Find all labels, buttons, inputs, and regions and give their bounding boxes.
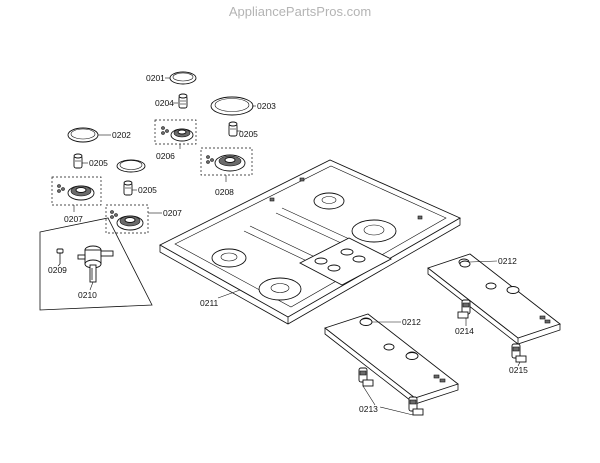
orifice-holder-0213-a[interactable] [358,367,374,387]
burner-cap-0203[interactable] [210,96,254,116]
label-0209: 0209 [48,265,67,275]
label-0212-upper: 0212 [498,256,517,266]
spring-clip-0212-upper-a[interactable] [459,260,471,268]
burner-base-0207-right[interactable] [105,204,149,234]
label-0204: 0204 [155,98,174,108]
label-0215: 0215 [509,365,528,375]
label-0212-lower: 0212 [402,317,421,327]
burner-cap-0201[interactable] [169,71,197,85]
label-0205-middle: 0205 [138,185,157,195]
electrode-0205-middle[interactable] [123,180,133,196]
orifice-holder-0215[interactable] [511,343,527,363]
callout-labels: 0201 0204 0203 0202 0205 0205 0205 0206 … [48,73,528,414]
label-0208: 0208 [215,187,234,197]
label-0202: 0202 [112,130,131,140]
valve-0210[interactable] [77,245,114,283]
label-0206: 0206 [156,151,175,161]
burner-bracket-lower[interactable] [324,313,459,405]
label-0210: 0210 [78,290,97,300]
label-0201: 0201 [146,73,165,83]
leader-lines [57,77,521,416]
spring-clip-0212-upper-b[interactable] [506,286,520,294]
label-0203: 0203 [257,101,276,111]
screw-0209[interactable] [56,248,64,264]
orifice-holder-0214[interactable] [457,299,471,319]
label-0205-left: 0205 [89,158,108,168]
label-0207-right: 0207 [163,208,182,218]
burner-base-0208[interactable] [200,147,253,176]
watermark-text: AppliancePartsPros.com [229,4,371,19]
burner-bracket-upper[interactable] [427,253,561,345]
label-0207-left: 0207 [64,214,83,224]
label-0205-top: 0205 [239,129,258,139]
spring-clip-0212-lower-b[interactable] [405,352,419,360]
label-0211: 0211 [200,298,219,308]
valve-assembly-box [39,217,153,311]
electrode-0205-left[interactable] [73,153,83,169]
burner-base-0207-left[interactable] [51,176,102,206]
spring-clip-0212-lower-a[interactable] [359,318,373,326]
burner-base-0206[interactable] [154,119,197,145]
burner-cap-0202-right[interactable] [116,159,146,173]
electrode-0204[interactable] [178,93,188,109]
label-0213: 0213 [359,404,378,414]
label-0214: 0214 [455,326,474,336]
orifice-holder-0213-b[interactable] [408,396,424,416]
burner-cap-0202-left[interactable] [67,127,99,143]
electrode-0205-top[interactable] [228,121,238,137]
cooktop-top-0211[interactable] [159,159,461,325]
